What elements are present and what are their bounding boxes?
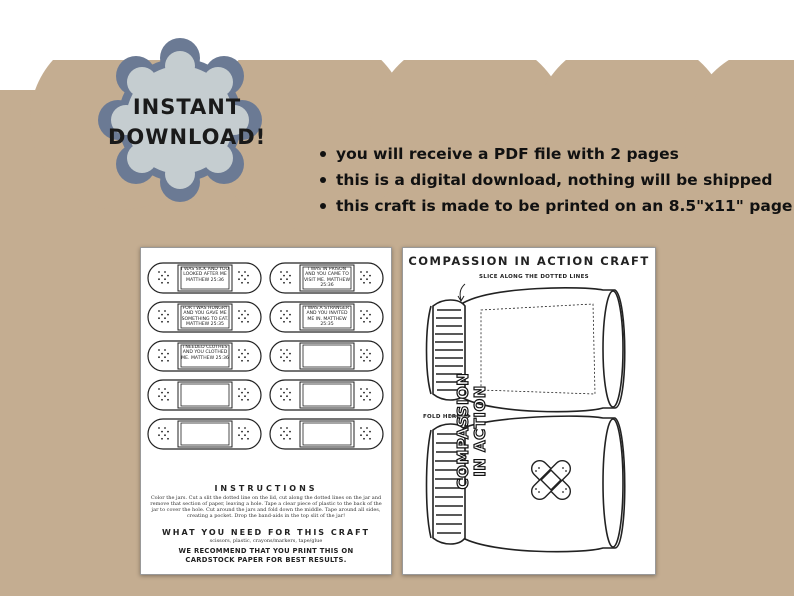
badge-line-1: INSTANT: [132, 95, 242, 119]
bandage-verse: FOR I WAS HUNGRY AND YOU GAVE ME SOMETHI…: [181, 306, 229, 328]
bandage-card: [269, 379, 384, 411]
bandage-card: [147, 418, 262, 450]
bullet-dot-icon: [320, 151, 326, 157]
bandage-icon: [147, 418, 262, 450]
bandage-card: [269, 340, 384, 372]
badge-line-2: DOWNLOAD!: [108, 125, 267, 149]
bandage-icon: [147, 262, 262, 294]
bandage-verse: I NEEDED CLOTHES AND YOU CLOTHED ME. MAT…: [181, 345, 229, 361]
supplies-title: WHAT YOU NEED FOR THIS CRAFT: [161, 528, 370, 537]
bandage-icon: [147, 379, 262, 411]
bandage-icon: [269, 418, 384, 450]
instructions-title: INSTRUCTIONS: [214, 484, 318, 493]
feature-item: this is a digital download, nothing will…: [318, 167, 792, 193]
top-jar: [425, 287, 626, 413]
preview-page-jar: COMPASSION IN ACTION CRAFT SLICE ALONG T…: [402, 247, 656, 575]
feature-item: you will receive a PDF file with 2 pages: [318, 141, 792, 167]
bandage-icon: [147, 301, 262, 333]
bandage-card: FOR I WAS HUNGRY AND YOU GAVE ME SOMETHI…: [147, 301, 262, 333]
bandage-icon: [147, 340, 262, 372]
supplies-text: scissors, plastic, crayons/markers, tape…: [209, 538, 323, 544]
bandage-card: [269, 418, 384, 450]
preview-page-bandages: I WAS SICK AND YOU LOOKED AFTER ME MATTH…: [140, 247, 392, 575]
bandage-verse: [303, 345, 351, 367]
crossed-bandage-icon: [530, 459, 572, 501]
bandage-verse: [181, 384, 229, 406]
craft-title: COMPASSION IN ACTION CRAFT: [408, 254, 650, 268]
feature-list: you will receive a PDF file with 2 pages…: [318, 141, 792, 219]
bandage-card: [147, 379, 262, 411]
print-recommendation: WE RECOMMEND THAT YOU PRINT THIS ON CARD…: [178, 547, 354, 564]
bandage-icon: [269, 262, 384, 294]
slice-label: SLICE ALONG THE DOTTED LINES: [479, 274, 589, 280]
bullet-dot-icon: [320, 203, 326, 209]
badge-scallop: [98, 38, 262, 202]
bandage-verse: [303, 423, 351, 445]
slice-arrow-icon: [459, 283, 466, 301]
bandage-verse: [181, 423, 229, 445]
bandage-card: I WAS SICK AND YOU LOOKED AFTER ME MATTH…: [147, 262, 262, 294]
bandage-verse: I WAS IN PRISON AND YOU CAME TO VISIT ME…: [304, 267, 350, 289]
bandage-card: I WAS IN PRISON AND YOU CAME TO VISIT ME…: [269, 262, 384, 294]
bandage-verse: [303, 384, 351, 406]
instructions-text: Color the jars. Cut a slit the dotted li…: [150, 495, 382, 519]
bandage-card: I WAS A STRANGER AND YOU INVITED ME IN. …: [269, 301, 384, 333]
bandage-icon: [269, 301, 384, 333]
fold-label: FOLD HERE: [423, 414, 461, 420]
bandage-verse: I WAS SICK AND YOU LOOKED AFTER ME MATTH…: [181, 267, 229, 283]
bandage-card: I NEEDED CLOTHES AND YOU CLOTHED ME. MAT…: [147, 340, 262, 372]
bandage-icon: [269, 379, 384, 411]
feature-item: this craft is made to be printed on an 8…: [318, 193, 792, 219]
bottom-lid-ridges: [435, 433, 463, 534]
jar-label: COMPASSION IN ACTION: [453, 372, 489, 490]
instant-download-badge: INSTANT DOWNLOAD!: [108, 92, 266, 152]
top-lid-ridges: [435, 309, 463, 391]
bandage-icon: [269, 340, 384, 372]
white-top: [0, 0, 794, 60]
jar-drawing: [425, 283, 626, 553]
bandage-verse: I WAS A STRANGER AND YOU INVITED ME IN. …: [304, 306, 350, 328]
bullet-dot-icon: [320, 177, 326, 183]
